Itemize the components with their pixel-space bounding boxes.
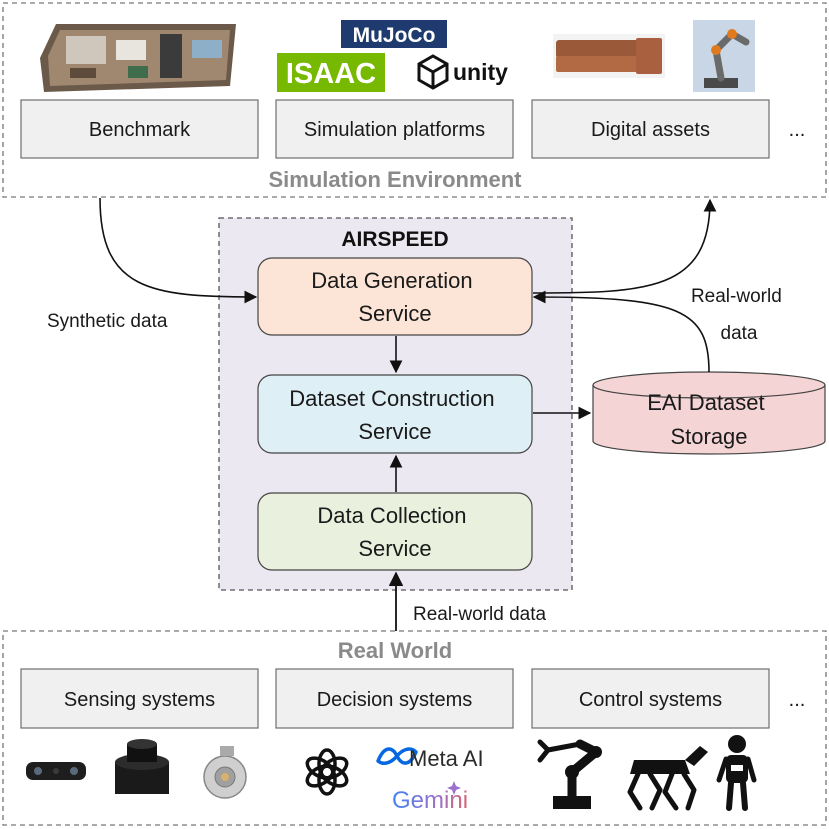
meta-ai-text: Meta AI bbox=[409, 746, 484, 771]
airspeed-title: AIRSPEED bbox=[341, 228, 448, 251]
benchmark-label: Benchmark bbox=[89, 119, 191, 141]
real-world-data-top-line-1: Real-world bbox=[691, 286, 782, 307]
data-collection-line-2: Service bbox=[358, 536, 431, 561]
storage-line-1: EAI Dataset bbox=[647, 390, 764, 415]
unity-cube-icon bbox=[417, 54, 449, 90]
gemini-logo: Gemini bbox=[392, 781, 468, 814]
synthetic-data-label: Synthetic data bbox=[47, 311, 168, 332]
data-collection-service-label: Data Collection Service bbox=[317, 503, 472, 561]
quadruped-robot-dog-icon bbox=[627, 746, 708, 811]
simulation-environment-title: Simulation Environment bbox=[268, 167, 522, 192]
synthetic-data-arrow bbox=[99, 197, 258, 304]
simulation-platforms-box bbox=[275, 99, 514, 159]
real-world-title: Real World bbox=[338, 638, 453, 663]
humanoid-robot-icon bbox=[716, 735, 757, 811]
simulation-environment-container bbox=[2, 2, 827, 198]
sensing-systems-label: Sensing systems bbox=[64, 689, 215, 711]
robot-arm-asset-image bbox=[693, 20, 755, 92]
dataset-construction-line-1: Dataset Construction bbox=[289, 386, 494, 411]
real-world-data-top-line-2: data bbox=[721, 323, 758, 344]
unity-logo-text: unity bbox=[453, 59, 508, 85]
gemini-text: Gemini bbox=[392, 787, 468, 814]
real-world-container bbox=[2, 630, 827, 826]
real-world-data-bottom-label: Real-world data bbox=[413, 604, 546, 625]
data-collection-service-box bbox=[257, 492, 533, 571]
storage-to-generation-arrow bbox=[532, 290, 710, 373]
data-collection-line-1: Data Collection bbox=[317, 503, 466, 528]
unity-logo: unity bbox=[417, 54, 508, 90]
simulation-more-ellipsis: ... bbox=[789, 119, 806, 141]
simulation-platforms-label: Simulation platforms bbox=[304, 119, 485, 141]
isaac-logo-text: ISAAC bbox=[286, 58, 376, 90]
generation-to-simulation-arrow bbox=[532, 198, 717, 294]
isaac-logo: ISAAC bbox=[277, 53, 385, 92]
benchmark-scene-image bbox=[40, 24, 236, 92]
mujoco-logo: MuJoCo bbox=[341, 20, 447, 48]
data-generation-line-2: Service bbox=[358, 301, 431, 326]
storage-line-2: Storage bbox=[670, 424, 747, 449]
meta-ai-logo: Meta AI bbox=[376, 746, 484, 771]
industrial-robot-arm-icon bbox=[537, 739, 602, 809]
meta-infinity-icon bbox=[376, 747, 418, 765]
mujoco-logo-text: MuJoCo bbox=[353, 24, 436, 47]
digital-assets-label: Digital assets bbox=[591, 119, 710, 141]
digital-assets-box bbox=[531, 99, 770, 159]
depth-camera-icon bbox=[26, 762, 86, 780]
motor-encoder-icon bbox=[203, 746, 247, 799]
control-systems-box bbox=[531, 668, 770, 729]
eai-dataset-storage-label: EAI Dataset Storage bbox=[647, 390, 771, 449]
sofa-asset-image bbox=[553, 34, 665, 78]
eai-dataset-storage-cylinder bbox=[592, 371, 826, 455]
dataset-construction-line-2: Service bbox=[358, 419, 431, 444]
control-systems-label: Control systems bbox=[579, 689, 722, 711]
dataset-construction-service-label: Dataset Construction Service bbox=[289, 386, 501, 444]
benchmark-box bbox=[20, 99, 259, 159]
lidar-sensor-icon bbox=[115, 739, 169, 794]
data-generation-service-box bbox=[257, 257, 533, 336]
real-world-more-ellipsis: ... bbox=[789, 689, 806, 711]
real-world-data-top-label: Real-world data bbox=[691, 286, 787, 344]
decision-systems-box bbox=[275, 668, 514, 729]
gemini-sparkle-icon bbox=[447, 781, 461, 795]
decision-systems-label: Decision systems bbox=[317, 689, 473, 711]
sensing-systems-box bbox=[20, 668, 259, 729]
openai-logo-icon bbox=[305, 748, 349, 796]
data-generation-service-label: Data Generation Service bbox=[311, 268, 479, 326]
data-generation-line-1: Data Generation bbox=[311, 268, 472, 293]
dataset-construction-service-box bbox=[257, 374, 533, 454]
